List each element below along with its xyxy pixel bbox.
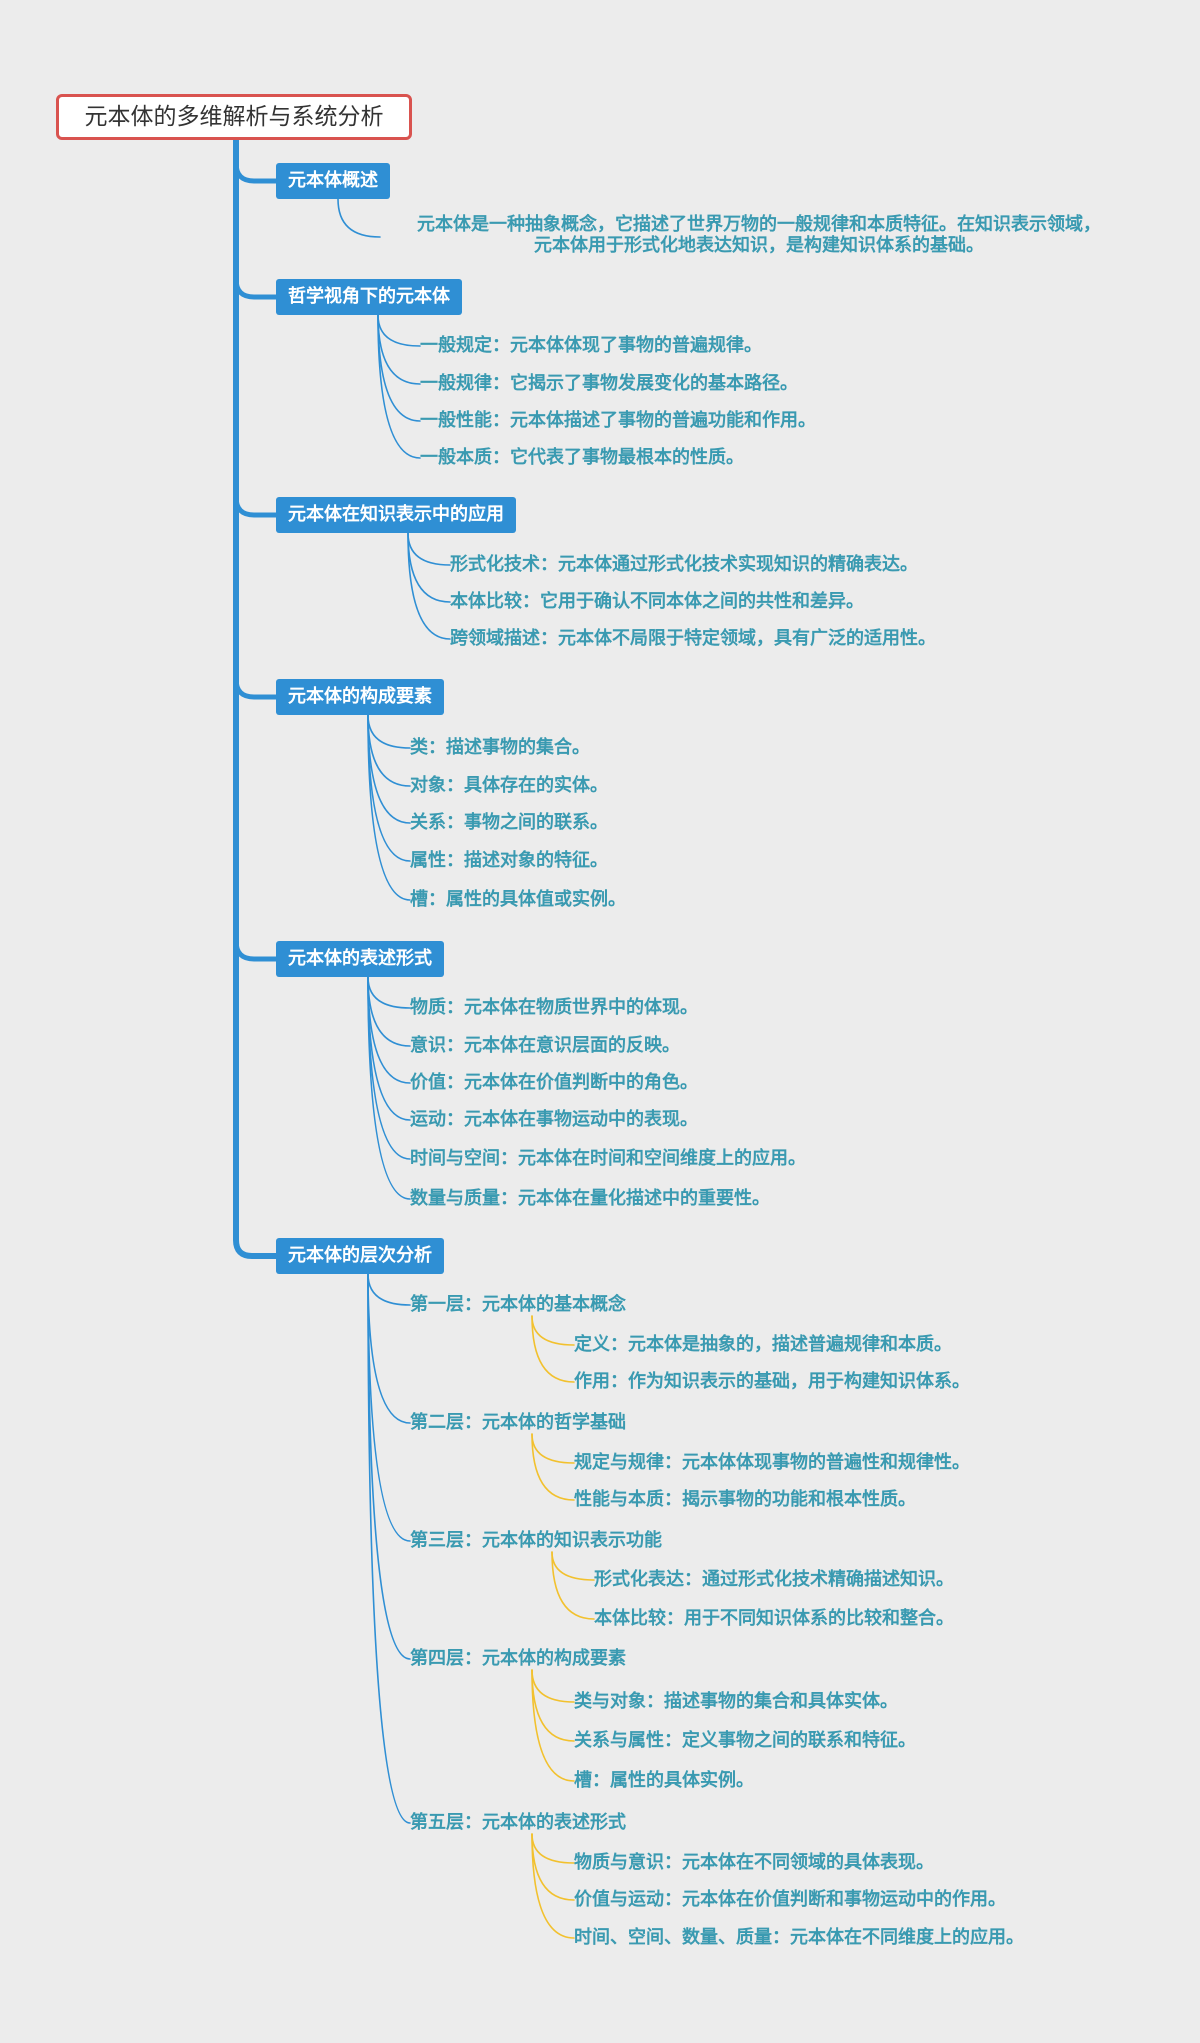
application-item[interactable]: 跨领域描述：元本体不局限于特定领域，具有广泛的适用性。 xyxy=(450,628,936,649)
level-1-item[interactable]: 定义：元本体是抽象的，描述普遍规律和本质。 xyxy=(574,1334,952,1355)
application-item[interactable]: 形式化技术：元本体通过形式化技术实现知识的精确表达。 xyxy=(450,554,918,575)
component-item[interactable]: 属性：描述对象的特征。 xyxy=(410,850,608,871)
trunk-branch xyxy=(233,938,279,962)
level-5-connector xyxy=(531,1833,575,1901)
expression-connector xyxy=(367,976,411,1047)
overview-connector xyxy=(337,198,381,238)
level-1-item[interactable]: 作用：作为知识表示的基础，用于构建知识体系。 xyxy=(574,1371,970,1392)
topic-expression-forms[interactable]: 元本体的表述形式 xyxy=(276,941,444,977)
trunk-branch xyxy=(233,676,279,700)
expression-item[interactable]: 运动：元本体在事物运动中的表现。 xyxy=(410,1109,698,1130)
level-4-connector xyxy=(531,1669,575,1703)
trunk-line xyxy=(233,137,279,1259)
level-2-connector xyxy=(531,1433,575,1501)
level-1-connector xyxy=(531,1315,575,1346)
levels-connector xyxy=(367,1273,411,1542)
level-4-connector xyxy=(531,1669,575,1742)
level-4-item[interactable]: 类与对象：描述事物的集合和具体实体。 xyxy=(574,1691,898,1712)
application-item[interactable]: 本体比较：它用于确认不同本体之间的共性和差异。 xyxy=(450,591,864,612)
philosophy-item[interactable]: 一般本质：它代表了事物最根本的性质。 xyxy=(420,447,744,468)
topic-components[interactable]: 元本体的构成要素 xyxy=(276,679,444,715)
levels-connector xyxy=(367,1273,411,1660)
topic-philosophy[interactable]: 哲学视角下的元本体 xyxy=(276,279,462,315)
component-item[interactable]: 关系：事物之间的联系。 xyxy=(410,812,608,833)
component-item[interactable]: 槽：属性的具体值或实例。 xyxy=(410,889,626,910)
application-connector xyxy=(407,532,451,566)
expression-item[interactable]: 数量与质量：元本体在量化描述中的重要性。 xyxy=(410,1188,770,1209)
levels-connector xyxy=(367,1273,411,1824)
level-5-item[interactable]: 时间、空间、数量、质量：元本体在不同维度上的应用。 xyxy=(574,1927,1024,1948)
level-5[interactable]: 第五层：元本体的表述形式 xyxy=(410,1812,626,1833)
level-2-connector xyxy=(531,1433,575,1464)
expression-item[interactable]: 物质：元本体在物质世界中的体现。 xyxy=(410,997,698,1018)
level-3-item[interactable]: 本体比较：用于不同知识体系的比较和整合。 xyxy=(594,1608,954,1629)
trunk-branch xyxy=(233,160,279,184)
overview-line-1: 元本体是一种抽象概念，它描述了世界万物的一般规律和本质特征。在知识表示领域， xyxy=(417,214,1101,235)
trunk-branch xyxy=(233,494,279,518)
level-3[interactable]: 第三层：元本体的知识表示功能 xyxy=(410,1530,662,1551)
level-4[interactable]: 第四层：元本体的构成要素 xyxy=(410,1648,626,1669)
philosophy-item[interactable]: 一般规律：它揭示了事物发展变化的基本路径。 xyxy=(420,373,798,394)
level-5-item[interactable]: 价值与运动：元本体在价值判断和事物运动中的作用。 xyxy=(574,1889,1006,1910)
level-3-connector xyxy=(551,1551,595,1581)
level-3-item[interactable]: 形式化表达：通过形式化技术精确描述知识。 xyxy=(594,1569,954,1590)
components-connector xyxy=(367,714,411,787)
level-3-connector xyxy=(551,1551,595,1620)
expression-connector xyxy=(367,976,411,1009)
level-1-connector xyxy=(531,1315,575,1383)
root-topic[interactable]: 元本体的多维解析与系统分析 xyxy=(56,94,412,140)
expression-item[interactable]: 意识：元本体在意识层面的反映。 xyxy=(410,1035,680,1056)
level-2[interactable]: 第二层：元本体的哲学基础 xyxy=(410,1412,626,1433)
expression-item[interactable]: 价值：元本体在价值判断中的角色。 xyxy=(410,1072,698,1093)
topic-knowledge-application[interactable]: 元本体在知识表示中的应用 xyxy=(276,497,516,533)
topic-level-analysis[interactable]: 元本体的层次分析 xyxy=(276,1238,444,1274)
components-connector xyxy=(367,714,411,749)
level-4-connector xyxy=(531,1669,575,1782)
philosophy-connector xyxy=(377,314,421,347)
level-4-item[interactable]: 槽：属性的具体实例。 xyxy=(574,1770,754,1791)
level-2-item[interactable]: 性能与本质：揭示事物的功能和根本性质。 xyxy=(574,1489,916,1510)
overview-paragraph: 元本体是一种抽象概念，它描述了世界万物的一般规律和本质特征。在知识表示领域， 元… xyxy=(380,214,1138,256)
topic-overview[interactable]: 元本体概述 xyxy=(276,163,390,199)
expression-connector xyxy=(367,976,411,1121)
level-4-item[interactable]: 关系与属性：定义事物之间的联系和特征。 xyxy=(574,1730,916,1751)
application-connector xyxy=(407,532,451,640)
components-connector xyxy=(367,714,411,901)
level-5-item[interactable]: 物质与意识：元本体在不同领域的具体表现。 xyxy=(574,1852,934,1873)
level-5-connector xyxy=(531,1833,575,1939)
levels-connector xyxy=(367,1273,411,1424)
component-item[interactable]: 类：描述事物的集合。 xyxy=(410,737,590,758)
level-5-connector xyxy=(531,1833,575,1864)
level-1[interactable]: 第一层：元本体的基本概念 xyxy=(410,1294,626,1315)
overview-line-2: 元本体用于形式化地表达知识，是构建知识体系的基础。 xyxy=(534,235,984,256)
philosophy-connector xyxy=(377,314,421,459)
component-item[interactable]: 对象：具体存在的实体。 xyxy=(410,775,608,796)
application-connector xyxy=(407,532,451,603)
philosophy-item[interactable]: 一般性能：元本体描述了事物的普遍功能和作用。 xyxy=(420,410,816,431)
expression-connector xyxy=(367,976,411,1200)
philosophy-connector xyxy=(377,314,421,385)
level-2-item[interactable]: 规定与规律：元本体体现事物的普遍性和规律性。 xyxy=(574,1452,970,1473)
philosophy-item[interactable]: 一般规定：元本体体现了事物的普遍规律。 xyxy=(420,335,762,356)
trunk-branch xyxy=(233,276,279,300)
expression-item[interactable]: 时间与空间：元本体在时间和空间维度上的应用。 xyxy=(410,1148,806,1169)
levels-connector xyxy=(367,1273,411,1306)
